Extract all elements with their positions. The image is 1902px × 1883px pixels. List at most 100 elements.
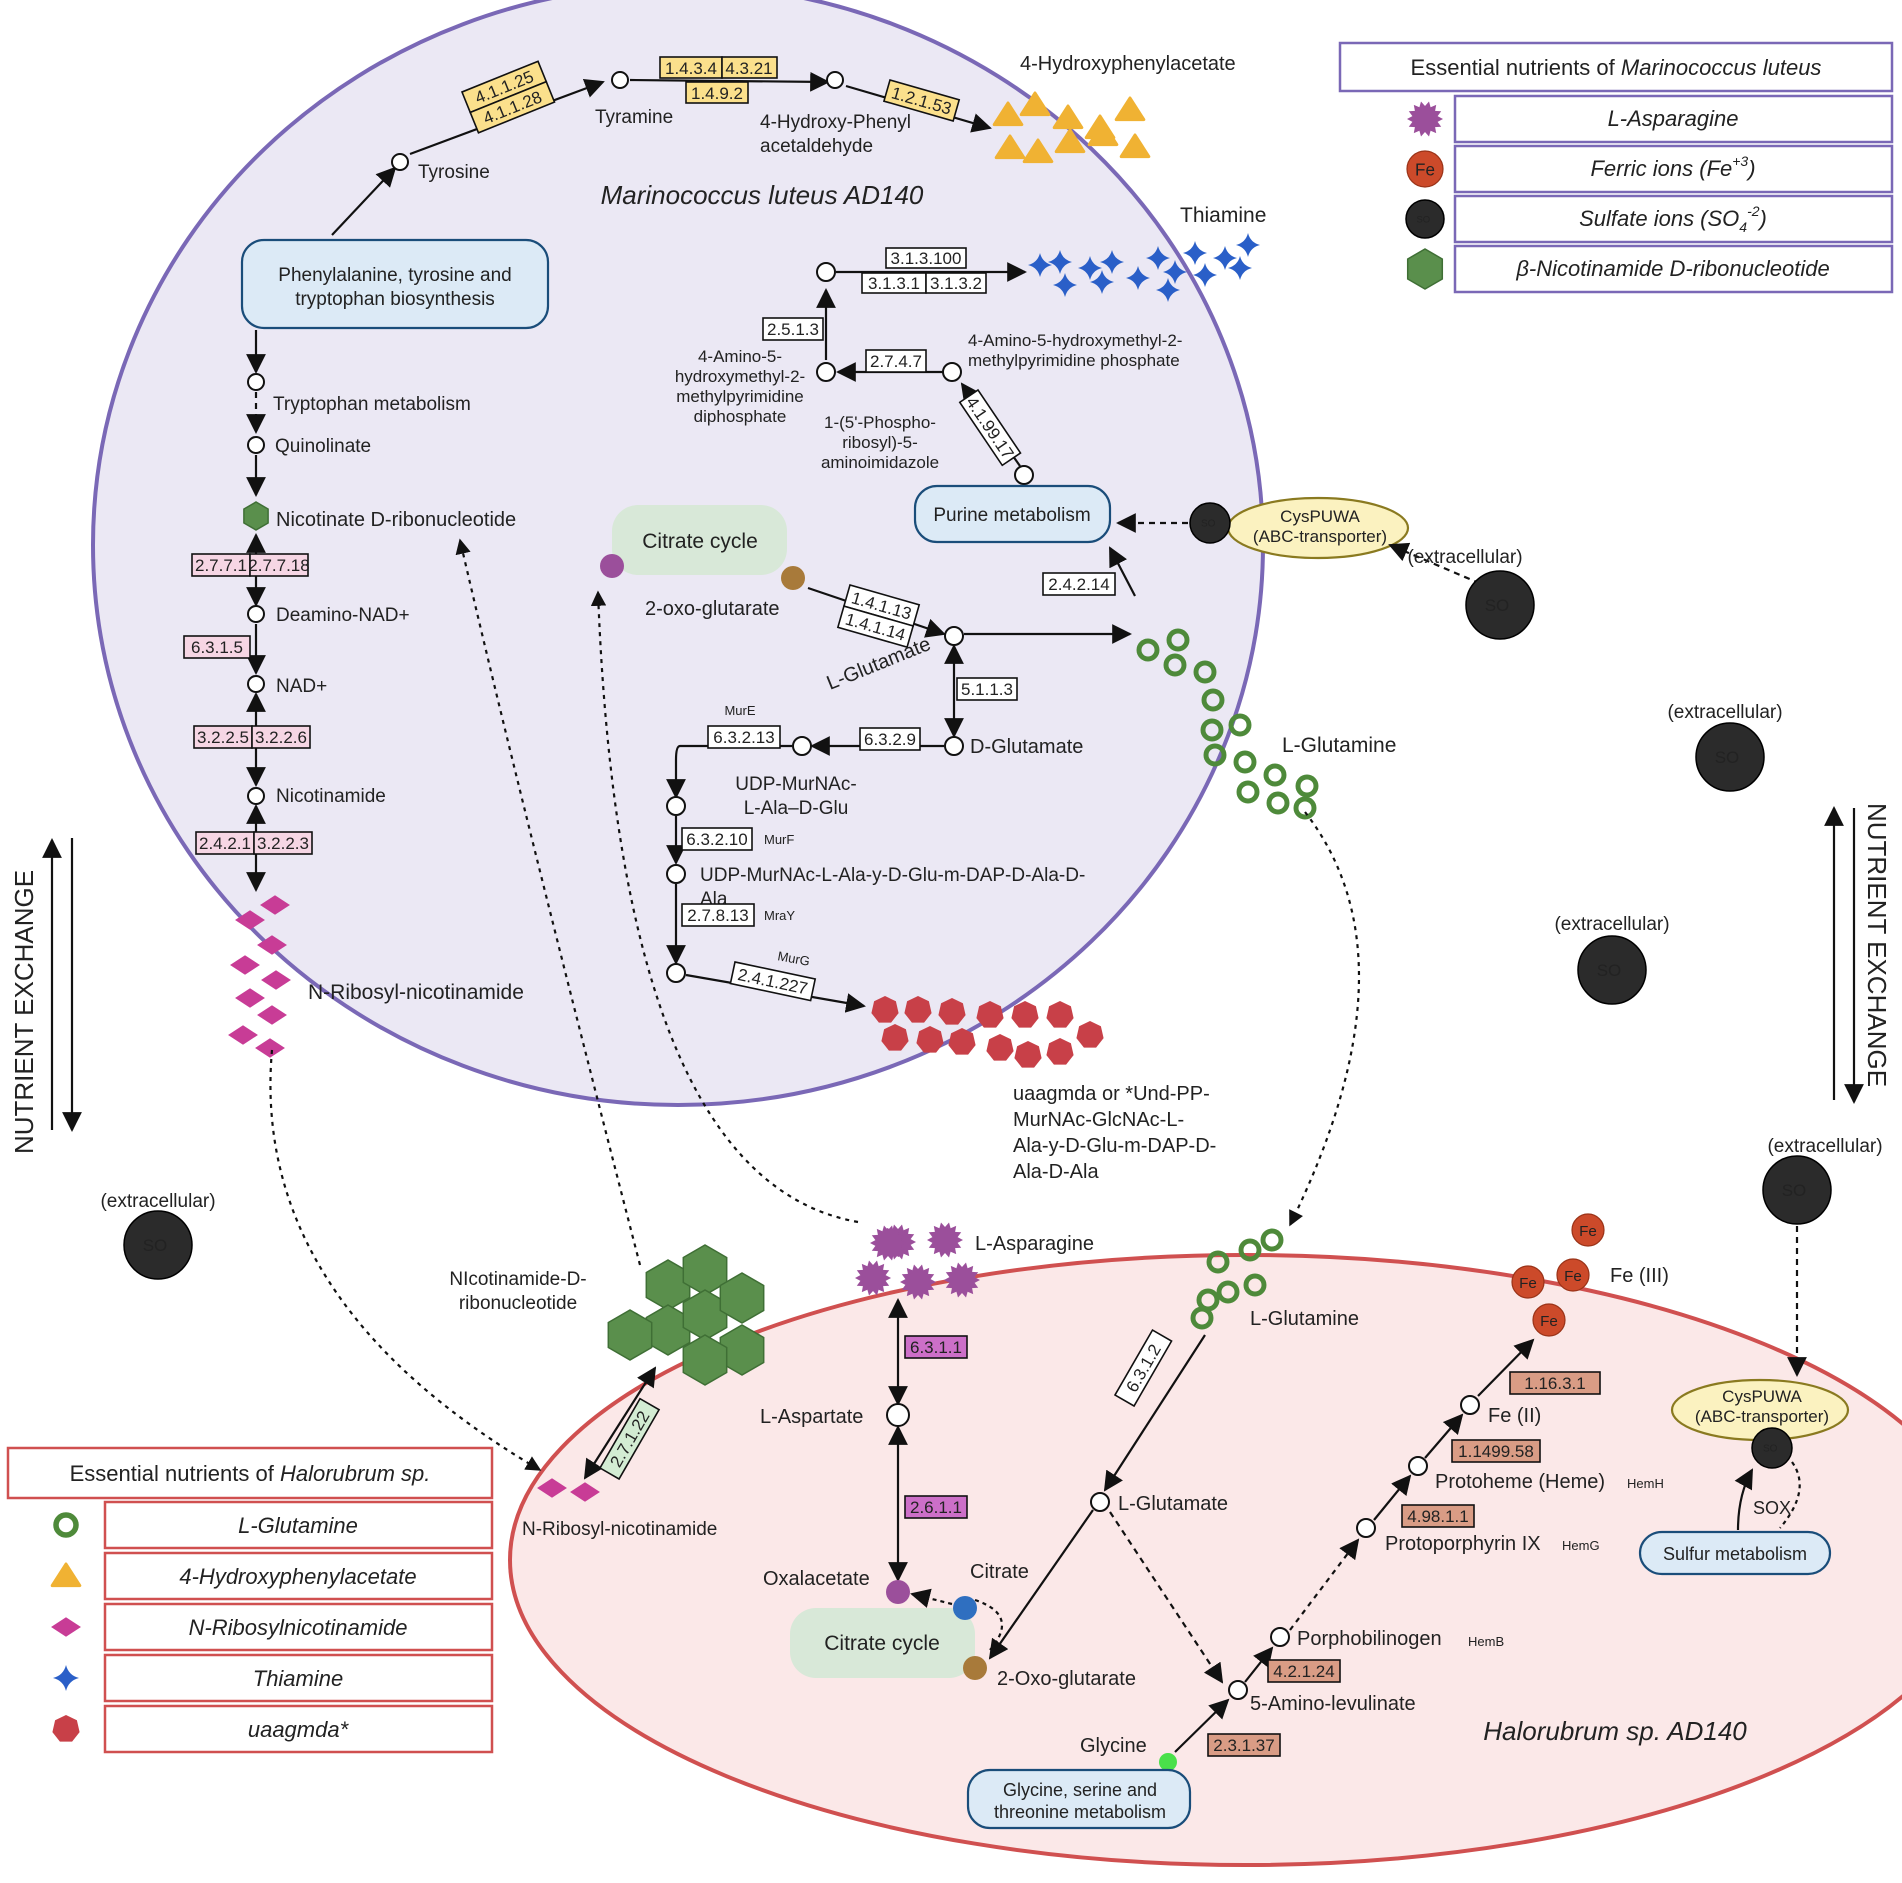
pathway-box-sulfur: [1638, 1530, 1832, 1576]
enzyme-ec-number: 4.2.1.24: [1273, 1662, 1334, 1681]
diamond-icon: [570, 1482, 600, 1502]
legend-marino-species: Marinococcus luteus: [1621, 55, 1822, 80]
sulfate-label: SO: [1715, 748, 1740, 767]
enzyme-box-frame: [1042, 572, 1116, 596]
legend-tail: ): [1745, 156, 1755, 181]
label-oxoglutarate-top: 2-oxo-glutarate: [645, 598, 780, 620]
label-l-glutamate-bottom: L-Glutamate: [1118, 1493, 1228, 1515]
fe-label: Fe: [1564, 1268, 1582, 1285]
pathway-box-label: threonine metabolism: [994, 1802, 1166, 1822]
label-hmp-pp: 4-Amino-5-: [698, 347, 782, 366]
star-icon: [1090, 270, 1114, 294]
star-icon: [1078, 256, 1102, 280]
legend-marino-row: [1453, 244, 1894, 294]
legend-sup: +3: [1732, 153, 1748, 169]
diamond-icon: [51, 1617, 81, 1637]
enzyme-ec-number: 6.3.2.10: [686, 830, 747, 849]
label-hmp-pp: hydroxymethyl-2-: [675, 367, 805, 386]
node-l-aspartate: [886, 1403, 910, 1427]
glutamine-icon: [1216, 1280, 1240, 1304]
node-trp-met: [247, 373, 265, 391]
enzyme-box-frame: [251, 725, 311, 749]
legend-marino-title-box: [1338, 41, 1894, 93]
label-nmn: ribonucleotide: [459, 1293, 577, 1314]
enzyme-ec-number: 4.98.1.1: [1407, 1507, 1468, 1526]
legend-halo-row: [103, 1500, 494, 1550]
dot-oxoglutarate-bottom: [963, 1656, 987, 1680]
diamond-icon: [257, 1005, 287, 1025]
exchange-glutamine: [1289, 811, 1361, 1227]
fe-label: Fe: [1415, 160, 1435, 179]
diamond-icon: [235, 910, 265, 930]
enzyme-box-frame: [904, 1495, 968, 1519]
label-extracellular: (extracellular): [1554, 914, 1669, 935]
star-icon: [53, 1665, 79, 1691]
gene-label: HemG: [1562, 1538, 1600, 1553]
gene-label: MurF: [764, 832, 794, 847]
enzyme-149958: 1.1499.58: [1451, 1439, 1541, 1463]
pathway-box-gly-ser-thr: [966, 1768, 1192, 1830]
pathway-box-label: Citrate cycle: [824, 1632, 940, 1655]
arrow-gly-ala: [1174, 1698, 1230, 1753]
heptagon-icon: [1046, 1001, 1074, 1028]
label-air: ribosyl)-5-: [842, 433, 918, 452]
node-ala: [1228, 1680, 1248, 1700]
fe-label: Fe: [1540, 1313, 1558, 1330]
enzyme-box-frame: [836, 605, 915, 649]
asparagine-icon: [855, 1260, 891, 1296]
legend-text: L-Asparagine: [1608, 106, 1739, 131]
label-hmp-pp: methylpyrimidine: [676, 387, 804, 406]
sulfate-label: SO: [1485, 596, 1510, 615]
label-hpa-aldehyde: 4-Hydroxy-Phenyl: [760, 112, 911, 133]
arrow-glu-oxoglu: [988, 1509, 1094, 1660]
fe-icon: [1556, 1258, 1590, 1292]
gene-label: HemB: [1468, 1634, 1504, 1649]
asparagine-icon: [1407, 101, 1443, 137]
enzyme-box-frame: [721, 56, 778, 79]
asparagine-icon: [927, 1222, 963, 1258]
enzyme-ec-number: 6.3.2.13: [713, 728, 774, 747]
exchange-nmn: [455, 538, 642, 1266]
enzyme-27813: 2.7.8.13: [681, 903, 755, 927]
sulfate-label: SO: [1782, 1181, 1807, 1200]
transporter-label: CysPUWA: [1280, 507, 1360, 526]
label-nicotinamide: Nicotinamide: [276, 786, 386, 807]
label-ala: 5-Amino-levulinate: [1250, 1693, 1416, 1715]
enzyme-ec-number: 3.1.3.100: [891, 249, 962, 268]
diamond-icon: [257, 935, 287, 955]
label-hpa-aldehyde: acetaldehyde: [760, 136, 873, 157]
glutamine-icon: [1203, 743, 1227, 767]
label-heme: Protoheme (Heme): [1435, 1471, 1605, 1493]
heptagon-icon: [881, 1024, 909, 1051]
legend-marino-label: L-Asparagine: [1608, 106, 1739, 131]
sulfate-icon: [1577, 935, 1647, 1005]
legend-halo-label: L-Glutamine: [238, 1513, 358, 1538]
star-icon: [1146, 246, 1170, 270]
legend-halo-row: [103, 1551, 494, 1601]
node-udp2a: [666, 796, 686, 816]
label-l-asparagine: L-Asparagine: [975, 1233, 1094, 1255]
enzyme-ec-number: 4.3.21: [725, 59, 772, 78]
heptagon-icon: [1011, 1001, 1039, 1028]
label-extracellular: (extracellular): [1407, 547, 1522, 568]
node-heme: [1408, 1456, 1428, 1476]
node-tyrosine: [391, 153, 409, 171]
enzyme-box-frame: [904, 1335, 968, 1359]
legend-halo-label: 4-Hydroxyphenylacetate: [179, 1564, 416, 1589]
label-pbg: Porphobilinogen: [1297, 1628, 1442, 1650]
node-nicotinamide: [247, 787, 265, 805]
asparagine-icon: [944, 1262, 980, 1298]
enzyme-box-frame: [1451, 1439, 1541, 1463]
legend-marino-row: [1453, 144, 1894, 194]
fe-label: Fe: [1579, 1223, 1597, 1240]
sulfate-icon: [1405, 199, 1445, 239]
glutamine-icon: [1190, 1306, 1214, 1330]
label-tyramine: Tyramine: [595, 107, 673, 128]
label-fe2: Fe (II): [1488, 1405, 1541, 1427]
transporter-label: (ABC-transporter): [1695, 1407, 1829, 1426]
enzyme-tyr: 4.1.1.254.1.1.28: [460, 60, 556, 134]
enzyme-2747: 2.7.4.7: [865, 349, 927, 373]
glutamine-icon: [1206, 1250, 1230, 1274]
